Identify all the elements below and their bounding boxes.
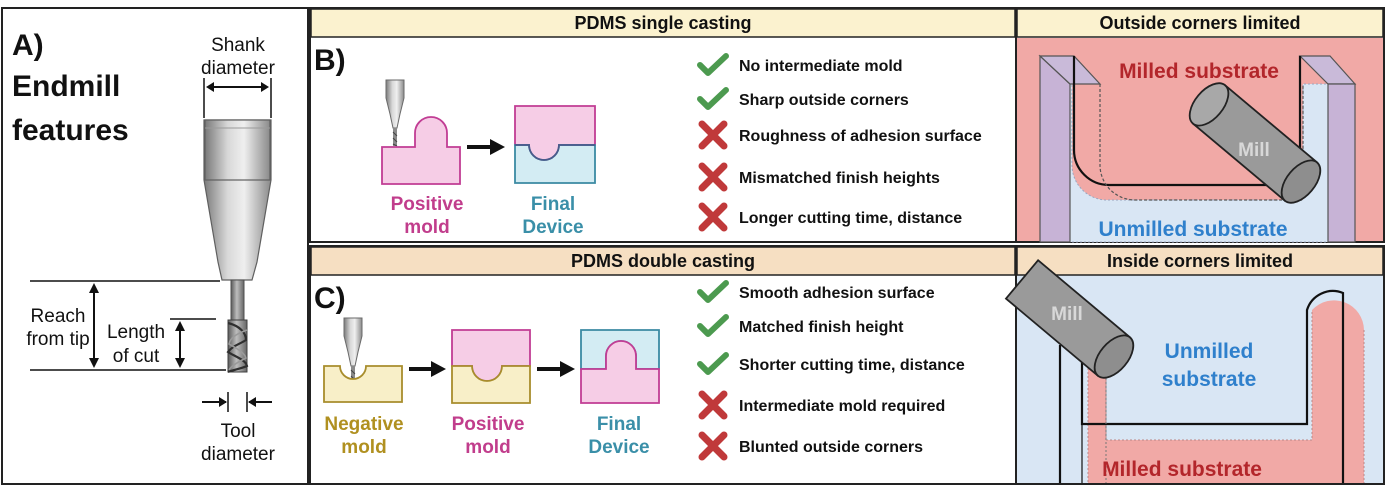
- panel-inside-corners: Inside corners limited Mill Unmilled sub…: [1004, 245, 1385, 485]
- c-negative-label-line2: mold: [341, 437, 386, 458]
- mill-cylinder-bottom: [1004, 259, 1135, 379]
- tool-label-line2: diameter: [201, 444, 276, 465]
- panel-a-letter: A): [12, 29, 44, 62]
- panel-a-title-line1: Endmill: [12, 70, 120, 103]
- panel-c-letter: C): [314, 282, 346, 315]
- b-final-label-line1: Final: [531, 194, 575, 215]
- list-item-text: Mismatched finish heights: [739, 170, 940, 187]
- shank-label-line2: diameter: [201, 58, 276, 79]
- inside-unmilled-label-line2: substrate: [1162, 368, 1257, 391]
- wall-left: [1039, 54, 1071, 243]
- list-item-text: Blunted outside corners: [739, 439, 923, 456]
- list-item-text: Matched finish height: [739, 319, 904, 336]
- b-final-label-line2: Device: [522, 217, 583, 238]
- inside-mill-label: Mill: [1051, 304, 1083, 325]
- panel-c: PDMS double casting C) Negative mold Pos…: [309, 245, 1017, 485]
- panel-c-header: [310, 246, 1016, 276]
- inside-unmilled-label-line1: Unmilled: [1165, 340, 1254, 363]
- list-item-text: Sharp outside corners: [739, 92, 909, 109]
- final-device-c-bottom: [580, 340, 660, 404]
- list-item-text: Roughness of adhesion surface: [739, 128, 982, 145]
- b-positive-label-line1: Positive: [391, 194, 464, 215]
- c-negative-label-line1: Negative: [324, 414, 403, 435]
- panel-a-title-line2: features: [12, 114, 129, 147]
- c-positive-label-line1: Positive: [452, 414, 525, 435]
- c-final-label-line1: Final: [597, 414, 641, 435]
- shank-label-line1: Shank: [211, 35, 265, 56]
- panel-outside-corners: Outside corners limited Mill Milled subs…: [1015, 7, 1385, 243]
- cut-label-line2: of cut: [113, 346, 160, 367]
- unmilled-region-top: [1069, 83, 1329, 243]
- outside-header-text: Outside corners limited: [1099, 13, 1300, 33]
- panel-b: PDMS single casting B) Positive mold Fin…: [309, 7, 1017, 243]
- arrow-c1-head: [431, 361, 446, 377]
- panel-b-header: [310, 8, 1016, 38]
- tool-arrowheads: [219, 397, 256, 407]
- tool-label-line1: Tool: [221, 421, 256, 442]
- b-positive-label-line2: mold: [404, 217, 449, 238]
- panel-c-header-text: PDMS double casting: [571, 251, 755, 271]
- cut-label-line1: Length: [107, 322, 165, 343]
- inside-milled-label: Milled substrate: [1102, 458, 1262, 481]
- panel-a: A) Endmill features Shank diameter Reach…: [1, 7, 309, 485]
- outside-milled-label: Milled substrate: [1119, 60, 1279, 83]
- reach-label-line2: from tip: [26, 329, 89, 350]
- outside-unmilled-label: Unmilled substrate: [1098, 218, 1287, 241]
- endmill-illustration: [203, 119, 272, 374]
- list-item-text: Shorter cutting time, distance: [739, 357, 965, 374]
- inside-header-text: Inside corners limited: [1107, 251, 1293, 271]
- list-item-text: Longer cutting time, distance: [739, 210, 962, 227]
- list-item-text: No intermediate mold: [739, 58, 903, 75]
- mill-cylinder-top: [1188, 82, 1322, 204]
- milled-channel-outline: [1072, 56, 1302, 187]
- arrow-b-head: [490, 139, 505, 155]
- inside-header: [1016, 246, 1384, 276]
- panel-b-letter: B): [314, 44, 346, 77]
- arrow-c2-head: [560, 361, 575, 377]
- list-item-text: Intermediate mold required: [739, 398, 945, 415]
- outside-header: [1016, 8, 1384, 38]
- milled-region-bottom: [1088, 300, 1364, 483]
- outside-mill-label: Mill: [1238, 140, 1270, 161]
- positive-mold-shape: [381, 116, 461, 185]
- cut-arrowheads: [175, 321, 185, 368]
- c-positive-label-line2: mold: [465, 437, 510, 458]
- positive-mold-c-bottom: [451, 365, 531, 404]
- wall-right: [1327, 83, 1356, 243]
- panel-b-header-text: PDMS single casting: [574, 13, 751, 33]
- reach-label-line1: Reach: [31, 306, 86, 327]
- reach-arrowheads: [89, 283, 99, 368]
- list-item-text: Smooth adhesion surface: [739, 285, 935, 302]
- milled-channel-outline-bottom: [1080, 289, 1345, 483]
- c-final-label-line2: Device: [588, 437, 649, 458]
- negative-mold-shape: [323, 365, 403, 403]
